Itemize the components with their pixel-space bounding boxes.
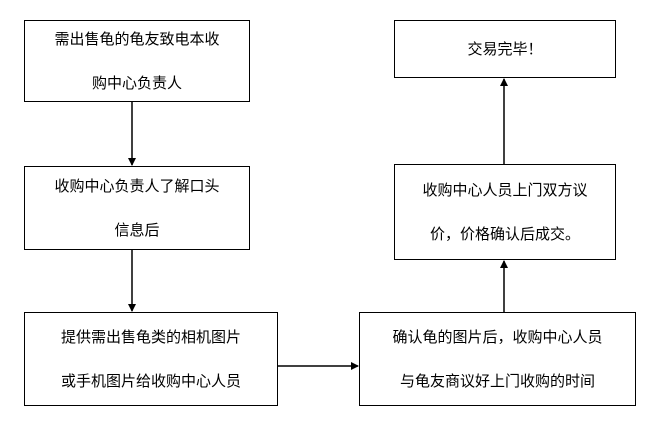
step-5-box: 收购中心人员上门双方议 价，价格确认后成交。	[394, 164, 616, 260]
step-1-box: 需出售龟的龟友致电本收 购中心负责人	[24, 20, 250, 102]
step-6-box: 交易完毕！	[394, 20, 616, 78]
step-1-text: 需出售龟的龟友致电本收 购中心负责人	[54, 30, 220, 92]
step-6-text: 交易完毕！	[467, 40, 543, 58]
step-4-text: 确认龟的图片后，收购中心人员 与龟友商议好上门收购的时间	[392, 328, 603, 390]
step-2-box: 收购中心负责人了解口头 信息后	[24, 166, 250, 250]
step-5-text: 收购中心人员上门双方议 价，价格确认后成交。	[422, 181, 588, 243]
step-4-box: 确认龟的图片后，收购中心人员 与龟友商议好上门收购的时间	[359, 312, 636, 406]
step-2-text: 收购中心负责人了解口头 信息后	[54, 177, 220, 239]
step-3-text: 提供需出售龟类的相机图片 或手机图片给收购中心人员	[60, 328, 241, 390]
step-3-box: 提供需出售龟类的相机图片 或手机图片给收购中心人员	[24, 312, 278, 406]
